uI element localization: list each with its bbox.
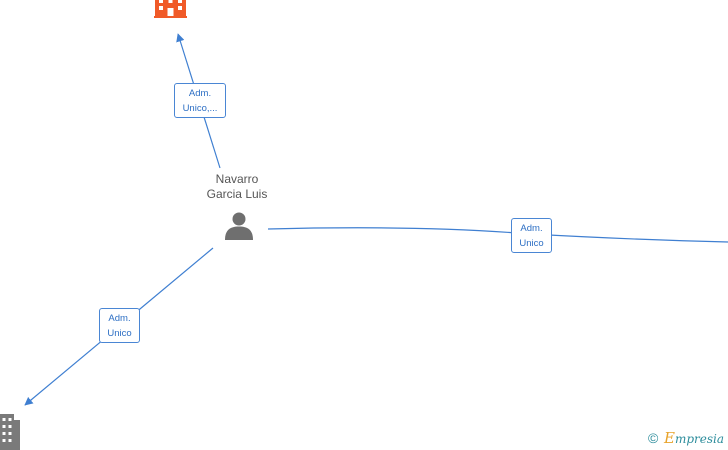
copyright-symbol: ©	[648, 430, 659, 446]
empresia-watermark: © Empresia	[648, 430, 724, 446]
relation-label-right[interactable]: Adm. Unico	[511, 218, 552, 253]
building-icon[interactable]	[154, 0, 187, 18]
relation-label-left[interactable]: Adm. Unico	[99, 308, 140, 343]
edge-to-right-company[interactable]	[267, 227, 728, 243]
building-icon[interactable]	[0, 414, 20, 450]
relation-label-line1: Adm.	[188, 88, 212, 99]
person-name-line1: Navarro	[215, 172, 259, 186]
relation-label-line1: Adm.	[108, 313, 131, 324]
brand-initial: E	[663, 429, 675, 447]
relation-label-line2: Unico	[107, 328, 132, 339]
relation-label-top[interactable]: Adm. Unico,...	[174, 83, 226, 118]
relation-label-line1: Adm.	[520, 223, 543, 234]
person-icon[interactable]	[225, 212, 253, 241]
person-name[interactable]: Navarro Garcia Luis	[187, 172, 287, 202]
relation-label-line2: Unico,...	[182, 103, 218, 114]
brand-name: mpresia	[674, 432, 724, 446]
person-name-line2: Garcia Luis	[206, 187, 268, 201]
relation-label-line2: Unico	[519, 238, 544, 249]
